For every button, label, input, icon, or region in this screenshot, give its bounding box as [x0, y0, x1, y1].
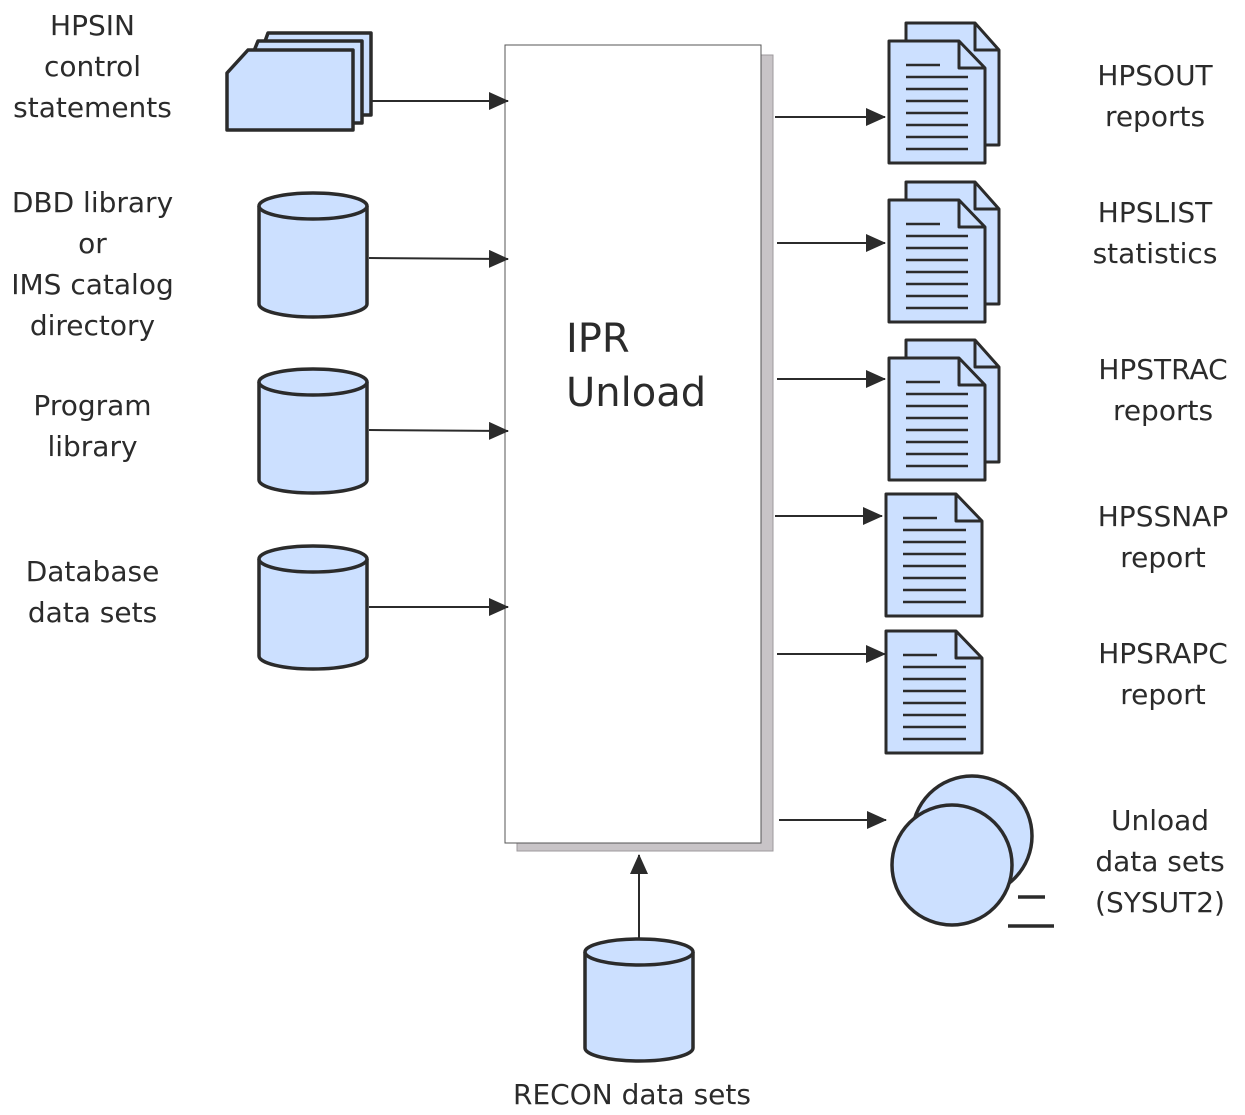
label-line: Database	[25, 555, 160, 588]
output-arrows	[775, 108, 887, 829]
process-title: IPR Unload	[566, 312, 706, 420]
unload-data-sets-label: Unload data sets (SYSUT2)	[1080, 800, 1240, 923]
label-line: reports	[1112, 394, 1214, 427]
dbd-library-label: DBD library or IMS catalog directory	[0, 182, 185, 346]
process-title-line: IPR	[566, 316, 630, 362]
label-line: library	[47, 430, 138, 463]
database-icon	[257, 191, 369, 319]
hpsin-label: HPSIN control statements	[0, 5, 185, 128]
card-deck-icon	[225, 31, 373, 132]
label-line: directory	[29, 309, 156, 342]
label-line: control	[43, 50, 142, 83]
hpsrapc-label: HPSRAPC report	[1083, 633, 1243, 715]
label-line: HPSTRAC	[1098, 353, 1228, 386]
label-line: report	[1120, 541, 1206, 574]
label-line: HPSRAPC	[1098, 637, 1228, 670]
hpssnap-label: HPSSNAP report	[1083, 496, 1243, 578]
database-icon	[257, 367, 369, 495]
input-arrows	[368, 92, 648, 938]
hpstrac-label: HPSTRAC reports	[1083, 349, 1243, 431]
document-stack-icon	[887, 21, 1001, 165]
label-line: HPSIN	[50, 9, 135, 42]
label-line: (SYSUT2)	[1095, 886, 1225, 919]
hpsout-label: HPSOUT reports	[1075, 55, 1235, 137]
label-line: report	[1120, 678, 1206, 711]
label-line: reports	[1104, 100, 1206, 133]
database-icon	[257, 544, 369, 671]
program-library-label: Program library	[0, 385, 185, 467]
tape-reel-icon	[890, 774, 1054, 928]
document-stack-icon	[887, 180, 1001, 324]
ipr-unload-box	[504, 44, 774, 852]
label-line: IMS catalog	[11, 268, 174, 301]
label-line: HPSLIST	[1097, 196, 1213, 229]
hpslist-label: HPSLIST statistics	[1075, 192, 1235, 274]
label-line: DBD library	[11, 186, 174, 219]
label-line: data sets	[1095, 845, 1225, 878]
label-line: statistics	[1092, 237, 1218, 270]
label-line: Program	[33, 389, 152, 422]
process-title-line: Unload	[566, 370, 707, 416]
document-icon	[884, 492, 984, 618]
label-line: HPSSNAP	[1097, 500, 1229, 533]
label-line: Unload	[1110, 804, 1210, 837]
database-data-sets-label: Database data sets	[0, 551, 185, 633]
label-line: data sets	[27, 596, 158, 629]
label-line: or	[78, 227, 107, 260]
recon-data-sets-label: RECON data sets	[482, 1074, 782, 1115]
document-icon	[884, 629, 984, 755]
document-stack-icon	[887, 338, 1001, 482]
label-line: RECON data sets	[513, 1078, 751, 1111]
label-line: statements	[13, 91, 172, 124]
label-line: HPSOUT	[1097, 59, 1213, 92]
database-icon	[583, 937, 695, 1063]
